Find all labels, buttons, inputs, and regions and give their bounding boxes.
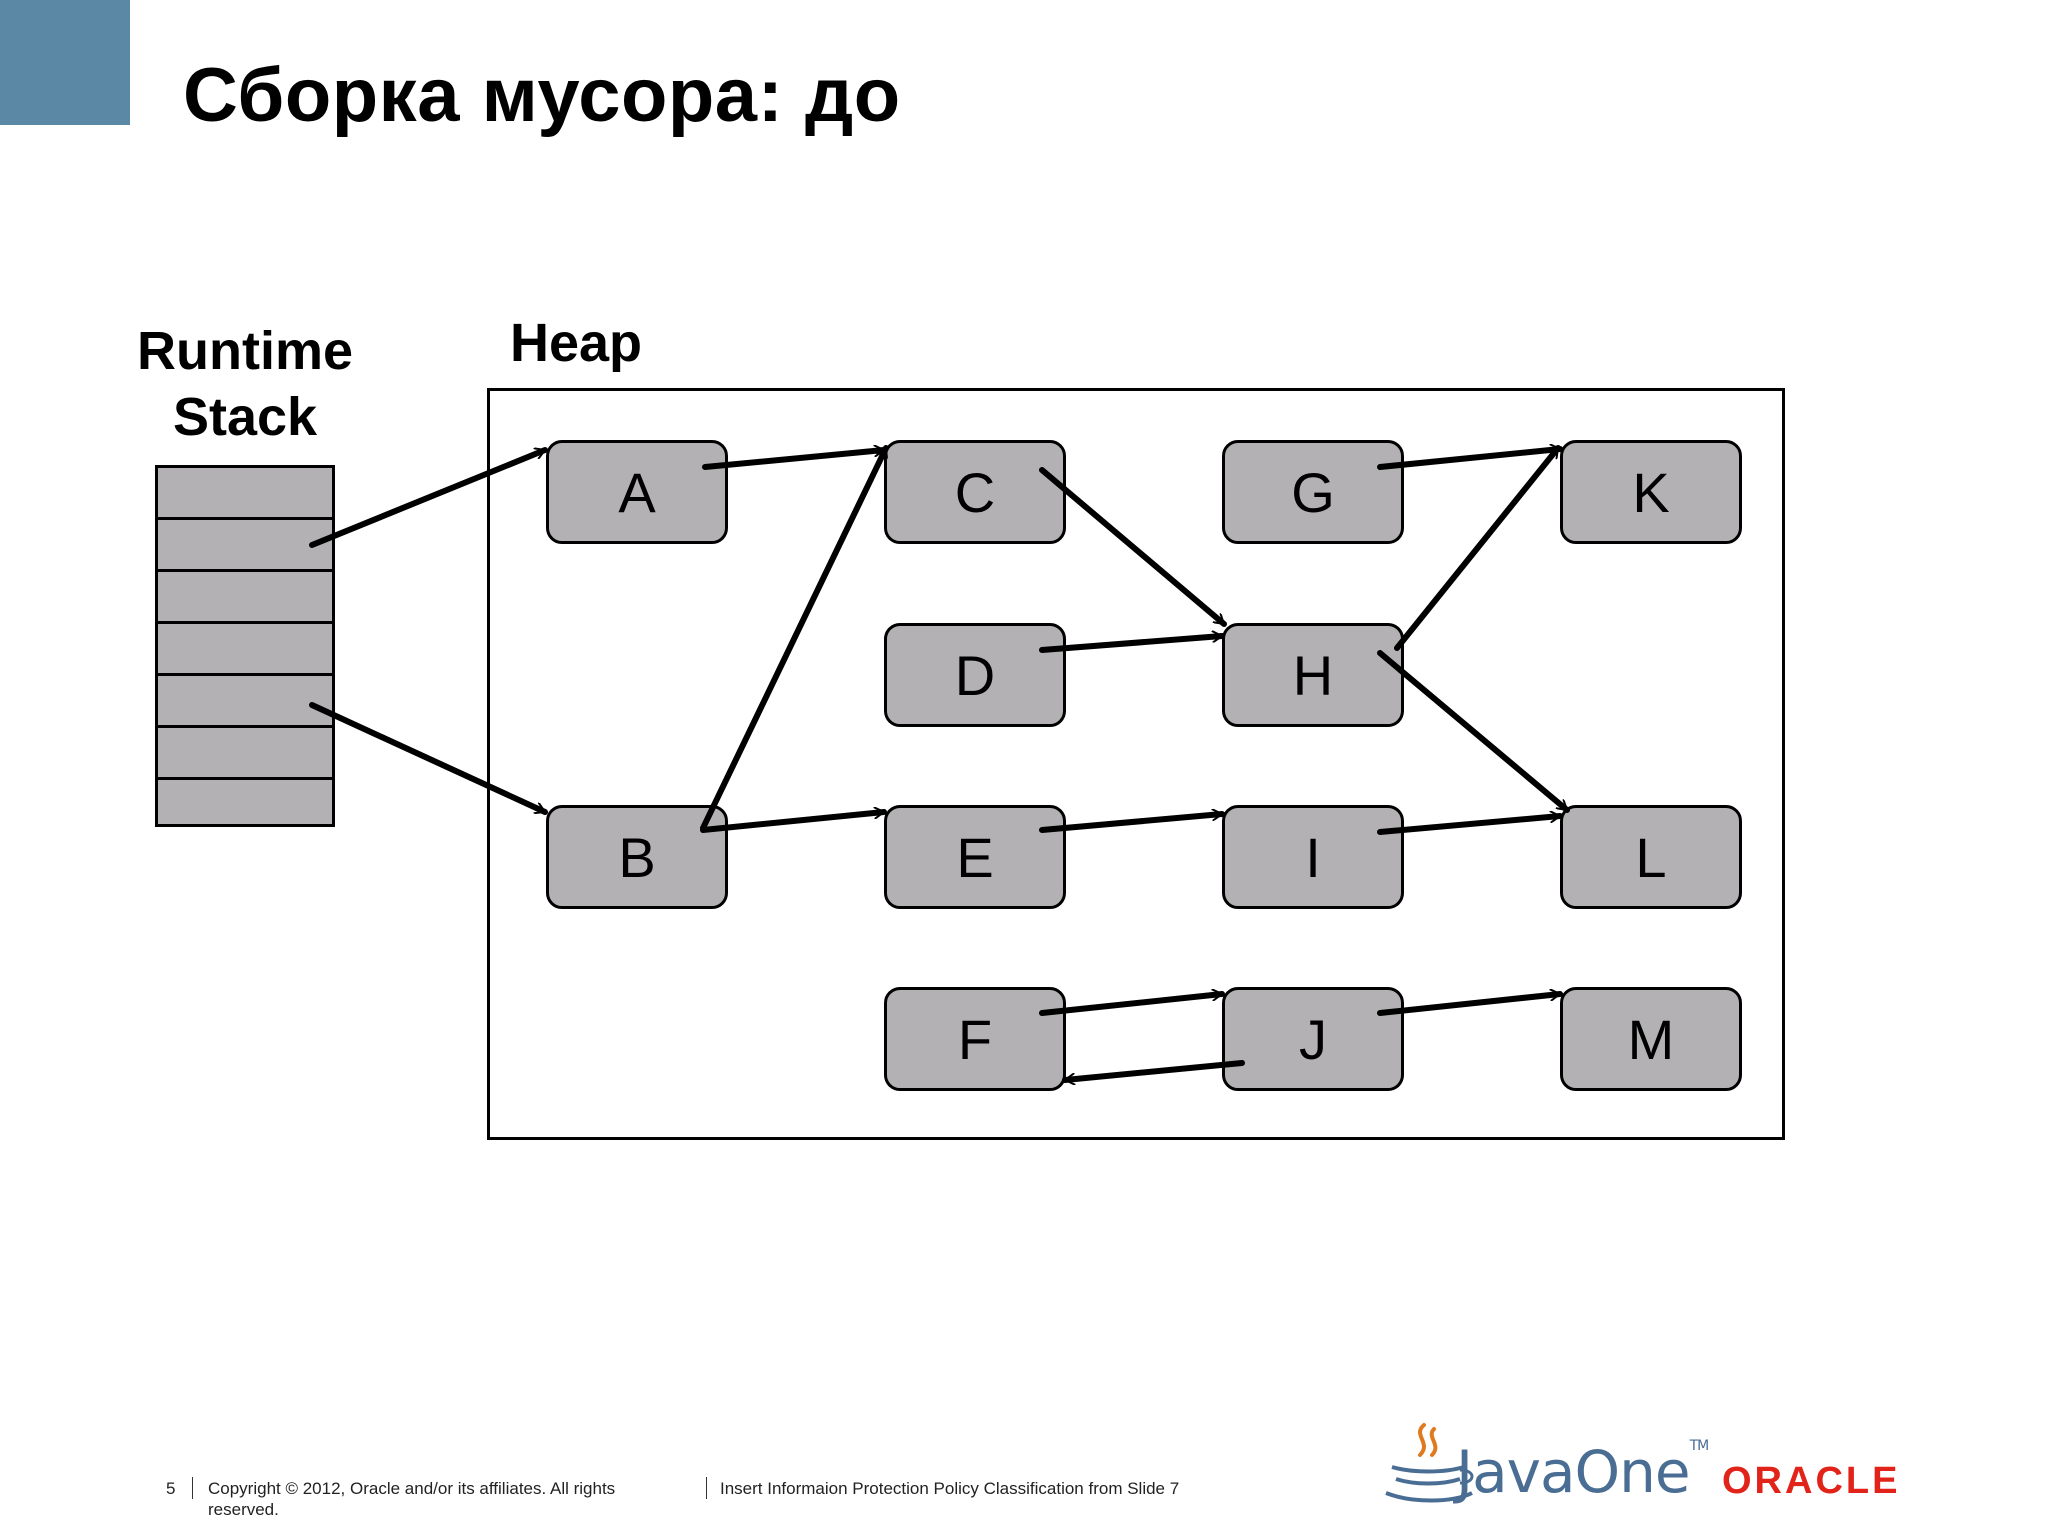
heap-node-m: M	[1560, 987, 1742, 1091]
heap-node-i: I	[1222, 805, 1404, 909]
stack-row-6	[158, 728, 332, 780]
heap-node-g: G	[1222, 440, 1404, 544]
footer-separator	[706, 1477, 707, 1499]
heap-node-b: B	[546, 805, 728, 909]
runtime-stack-label: Runtime Stack	[137, 321, 353, 447]
heap-node-e: E	[884, 805, 1066, 909]
corner-accent	[0, 0, 130, 125]
heap-node-l: L	[1560, 805, 1742, 909]
runtime-stack	[155, 465, 335, 827]
heap-node-k: K	[1560, 440, 1742, 544]
stack-row-5	[158, 676, 332, 728]
copyright-text: Copyright © 2012, Oracle and/or its affi…	[208, 1479, 616, 1519]
stack-row-7	[158, 780, 332, 832]
heap-node-h: H	[1222, 623, 1404, 727]
heap-node-j: J	[1222, 987, 1404, 1091]
stack-row-2	[158, 520, 332, 572]
heap-node-a: A	[546, 440, 728, 544]
heap-node-c: C	[884, 440, 1066, 544]
page-number: 5	[166, 1479, 176, 1498]
stack-row-1	[158, 468, 332, 520]
footer-separator	[192, 1477, 193, 1499]
javaone-logo: JavaOneTM	[1456, 1438, 1709, 1506]
heap-node-f: F	[884, 987, 1066, 1091]
oracle-logo: ORACLE	[1722, 1460, 1901, 1502]
policy-text: Insert Informaion Protection Policy Clas…	[720, 1479, 1180, 1498]
stack-row-4	[158, 624, 332, 676]
slide-title: Сборка мусора: до	[183, 53, 901, 138]
heap-label: Heap	[510, 313, 643, 373]
heap-node-d: D	[884, 623, 1066, 727]
stack-row-3	[158, 572, 332, 624]
java-cup-icon	[1385, 1423, 1474, 1503]
